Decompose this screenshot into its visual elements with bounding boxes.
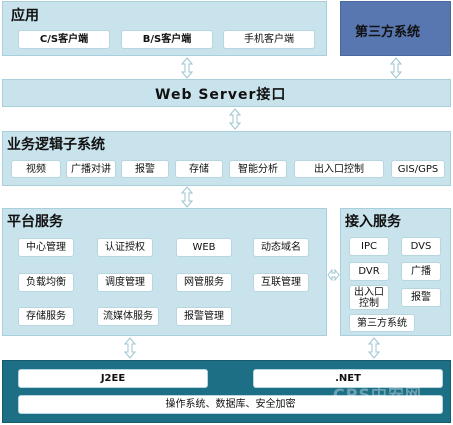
platform-item-network-management: 网管服务 bbox=[176, 273, 232, 292]
watermark-text: CPS中安网 bbox=[333, 385, 422, 404]
business-item-storage: 存储 bbox=[175, 160, 223, 178]
platform-item-center-management: 中心管理 bbox=[18, 238, 74, 257]
application-layer-title: 应用 bbox=[11, 8, 39, 24]
double-arrow-icon bbox=[181, 57, 193, 79]
watermark-url: www.cps.com.cn bbox=[353, 401, 420, 410]
double-arrow-icon bbox=[390, 57, 402, 79]
application-layer: 应用 C/S客户端 B/S客户端 手机客户端 bbox=[2, 1, 327, 56]
access-item-dvr: DVR bbox=[349, 262, 389, 281]
platform-services-panel: 平台服务 中心管理 认证授权 WEB 动态域名 负载均衡 调度管理 网管服务 互… bbox=[2, 208, 327, 336]
access-item-dvs: DVS bbox=[401, 237, 441, 256]
platform-item-streaming-service: 流媒体服务 bbox=[97, 307, 159, 326]
foundation-layer-panel: J2EE .NET 操作系统、数据库、安全加密 CPS中安网 www.cps.c… bbox=[2, 360, 451, 423]
access-item-ipc: IPC bbox=[349, 237, 389, 256]
platform-item-interconnect-management: 互联管理 bbox=[253, 273, 309, 292]
platform-item-authentication: 认证授权 bbox=[97, 238, 153, 257]
dotnet-box: .NET bbox=[253, 369, 443, 388]
access-item-access-control: 出入口 控制 bbox=[349, 285, 389, 310]
j2ee-box: J2EE bbox=[18, 369, 208, 388]
web-server-interface-panel: Web Server接口 bbox=[2, 79, 451, 107]
double-arrow-icon bbox=[124, 337, 136, 359]
bs-client-box: B/S客户端 bbox=[121, 30, 213, 49]
business-item-intelligent-analysis: 智能分析 bbox=[229, 160, 287, 178]
platform-item-alarm-management: 报警管理 bbox=[176, 307, 232, 326]
platform-item-dynamic-dns: 动态域名 bbox=[253, 238, 309, 257]
access-item-alarm: 报警 bbox=[401, 288, 441, 307]
business-item-gis-gps: GIS/GPS bbox=[391, 160, 445, 178]
platform-item-storage-service: 存储服务 bbox=[18, 307, 74, 326]
double-arrow-icon bbox=[229, 108, 241, 130]
business-item-broadcast-intercom: 广播对讲 bbox=[66, 160, 116, 178]
cs-client-box: C/S客户端 bbox=[18, 30, 110, 49]
business-logic-subsystem-title: 业务逻辑子系统 bbox=[7, 137, 105, 153]
platform-item-web: WEB bbox=[176, 238, 232, 257]
double-arrow-icon bbox=[368, 337, 380, 359]
access-item-broadcast: 广播 bbox=[401, 262, 441, 281]
double-arrow-icon bbox=[181, 186, 193, 208]
access-services-title: 接入服务 bbox=[345, 214, 401, 230]
platform-services-title: 平台服务 bbox=[7, 214, 63, 230]
mobile-client-box: 手机客户端 bbox=[223, 30, 315, 49]
access-item-third-party-system: 第三方系统 bbox=[349, 314, 415, 332]
business-item-access-control: 出入口控制 bbox=[294, 160, 384, 178]
os-db-security-box: 操作系统、数据库、安全加密 bbox=[18, 395, 443, 414]
third-party-system-panel: 第三方系统 bbox=[340, 1, 451, 56]
web-server-interface-title: Web Server接口 bbox=[155, 87, 287, 103]
business-item-alarm: 报警 bbox=[121, 160, 169, 178]
business-logic-subsystem-panel: 业务逻辑子系统 视频 广播对讲 报警 存储 智能分析 出入口控制 GIS/GPS bbox=[2, 131, 451, 186]
double-arrow-horizontal-icon bbox=[327, 266, 340, 285]
platform-item-scheduling-management: 调度管理 bbox=[97, 273, 153, 292]
business-item-video: 视频 bbox=[11, 160, 61, 178]
third-party-system-title: 第三方系统 bbox=[355, 25, 421, 40]
platform-item-load-balancing: 负载均衡 bbox=[18, 273, 74, 292]
access-services-panel: 接入服务 IPC DVS DVR 广播 出入口 控制 报警 第三方系统 bbox=[340, 208, 451, 336]
